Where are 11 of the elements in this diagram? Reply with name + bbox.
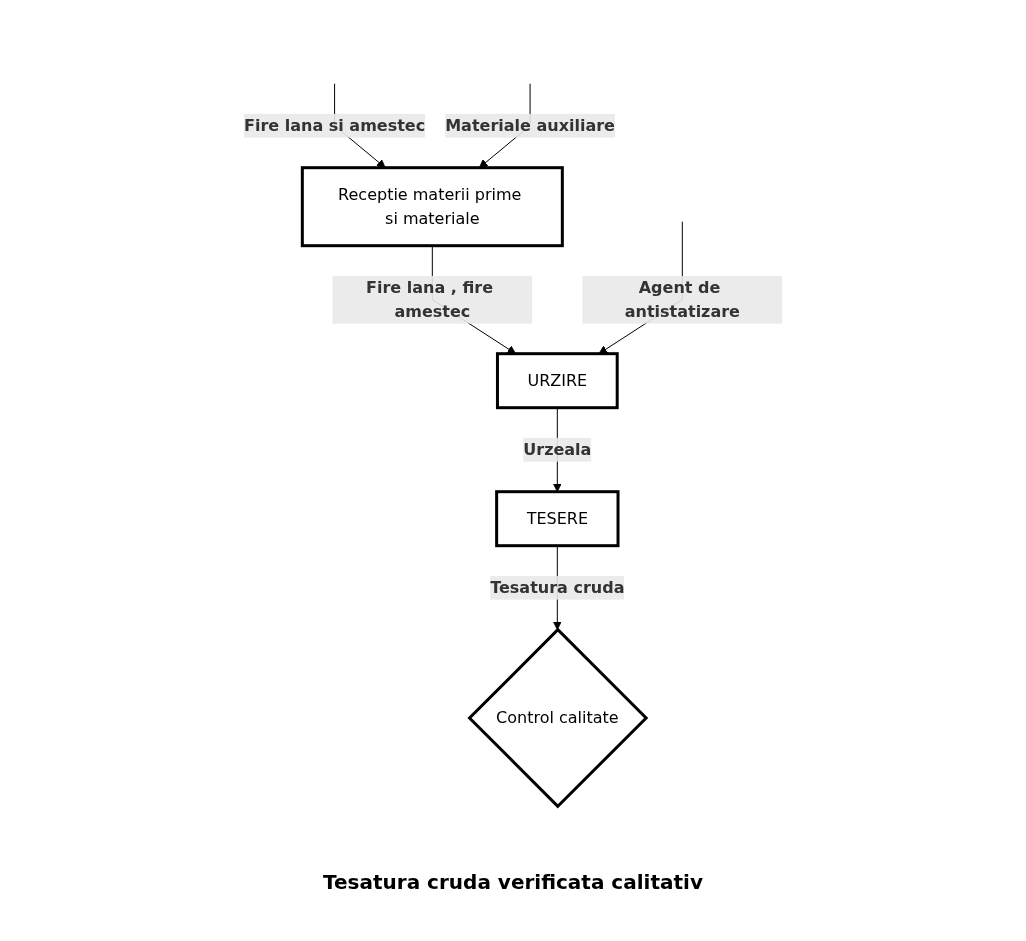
node-diamond: Control calitate — [467, 627, 649, 809]
output-label: Tesatura cruda verificata calitativ — [322, 870, 704, 894]
node-box: Receptie materii prime si materiale — [300, 166, 564, 248]
edge-label: Tesatura cruda — [490, 577, 625, 597]
edge-label: Fire lana si amestec — [243, 115, 425, 135]
edge-label: Agent de antistatizare — [624, 277, 740, 321]
node-box: URZIRE — [495, 352, 619, 410]
edge-label: Fire lana , fire amestec — [365, 277, 493, 321]
edge-label: Urzeala — [523, 439, 592, 459]
edge-label: Materiale auxiliare — [445, 115, 615, 135]
node-box: TESERE — [494, 490, 620, 548]
